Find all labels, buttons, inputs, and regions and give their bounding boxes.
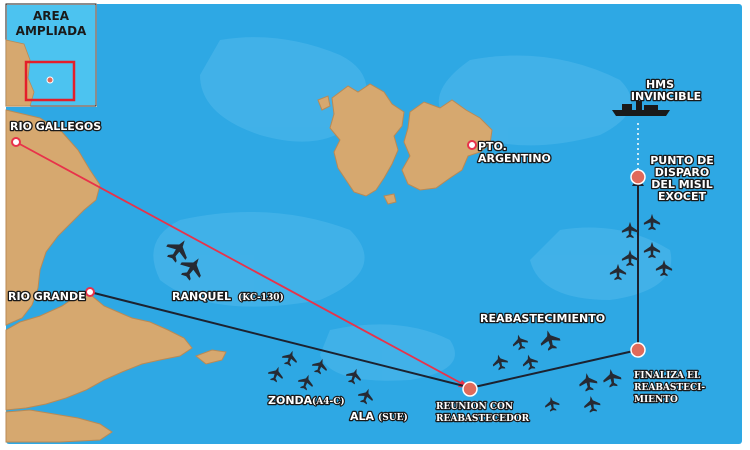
ship-icon	[612, 101, 670, 116]
inset-title-line2: AMPLIADA	[16, 24, 87, 38]
label-ship-line1: HMS	[646, 78, 674, 91]
label-ranquel-code: (KC-130)	[238, 292, 284, 303]
waypoint-icon	[462, 381, 478, 397]
islas-malvinas	[317, 83, 493, 205]
sea-texture	[153, 37, 672, 381]
label-rio-gallegos: RIO GALLEGOS	[10, 120, 101, 133]
label-launch-line2: DISPARO	[655, 166, 710, 179]
tierra-del-fuego	[5, 293, 193, 411]
label-finaliza-line3: MIENTO	[634, 395, 678, 405]
label-launch-line1: PUNTO DE	[650, 154, 714, 167]
waypoint-icon	[11, 137, 21, 147]
mainland-patagonia	[5, 109, 101, 326]
label-finaliza-line1: FINALIZA EL	[634, 371, 701, 381]
label-pto-line1: PTO.	[478, 140, 507, 153]
label-finaliza-line2: REABASTECI-	[634, 383, 705, 393]
label-zonda: ZONDA	[268, 394, 313, 407]
route-rio-gallegos-to-reunion	[15, 141, 471, 389]
label-zonda-code: (A4-C)	[312, 396, 345, 407]
inset-map: AREA AMPLIADA	[5, 3, 97, 107]
route-reunion-to-finaliza	[469, 349, 639, 389]
label-rio-grande: RIO GRANDE	[8, 290, 86, 303]
southern-islands	[5, 409, 113, 443]
label-reunion-line2: REABASTECEDOR	[436, 414, 530, 424]
waypoint-icon	[630, 342, 646, 358]
sea	[6, 4, 742, 444]
label-ranquel: RANQUEL	[172, 290, 231, 303]
inset-highlight-frame	[24, 60, 76, 102]
label-ala: ALA	[350, 410, 375, 423]
label-pto-line2: ARGENTINO	[478, 152, 551, 165]
waypoint-icon	[467, 140, 477, 150]
inset-title-line1: AREA	[33, 9, 70, 23]
waypoint-icon	[85, 287, 95, 297]
route-rio-grande-to-reunion	[89, 291, 465, 387]
label-launch-line4: EXOCET	[658, 190, 707, 203]
isla-de-los-estados	[195, 349, 227, 365]
label-ala-code: (SUE)	[378, 412, 408, 423]
label-reunion-line1: REUNION CON	[436, 402, 513, 412]
label-reabastecimiento: REABASTECIMIENTO	[480, 312, 605, 325]
waypoint-icon	[630, 169, 646, 185]
label-launch-line3: DEL MISIL	[651, 178, 713, 191]
label-ship-line2: INVINCIBLE	[631, 90, 701, 103]
